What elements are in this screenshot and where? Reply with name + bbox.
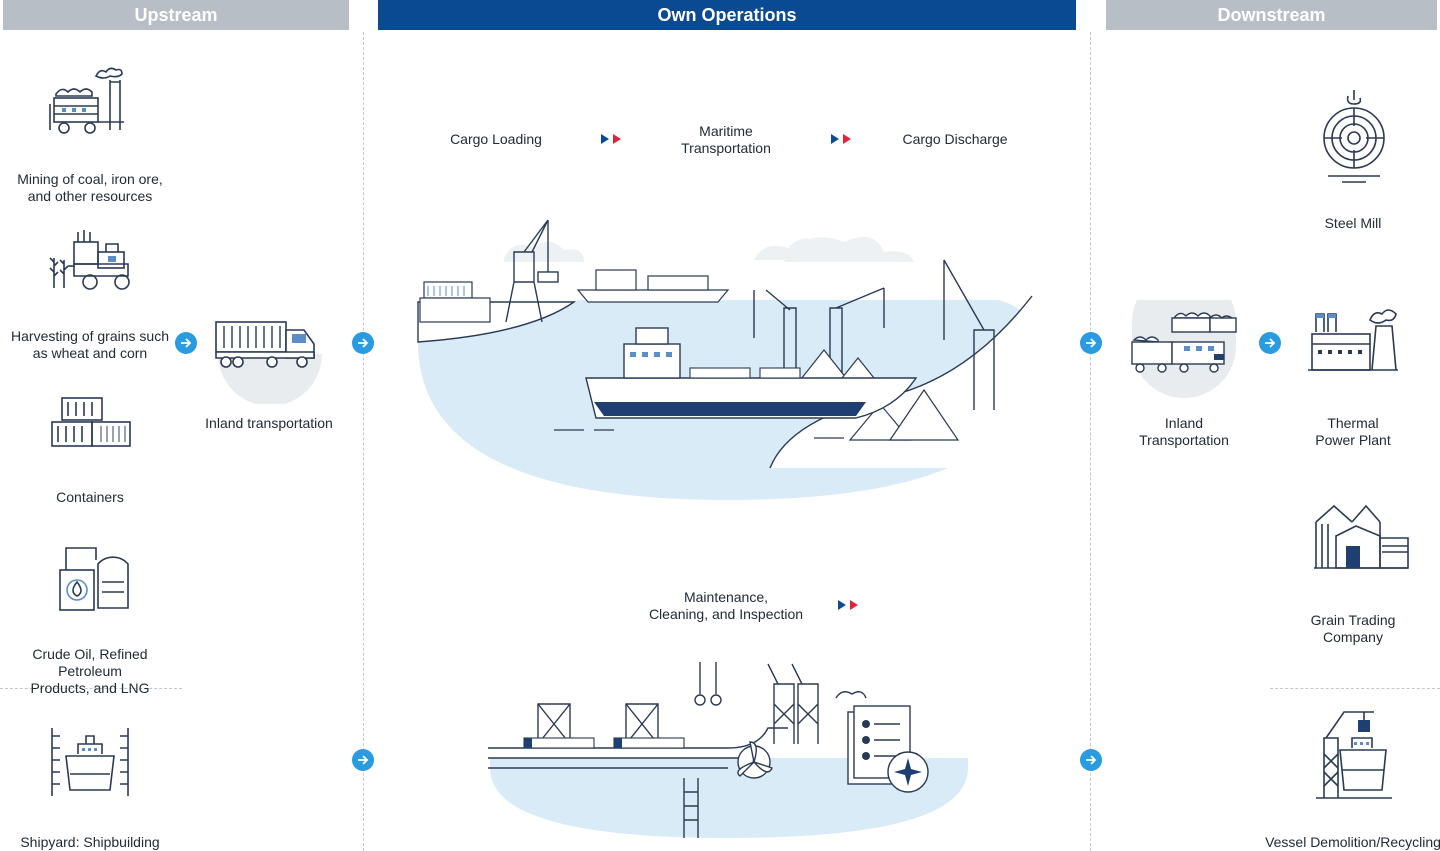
maintenance-illustration [488,662,968,838]
train-icon [1131,300,1237,398]
cargo-discharge-label: Cargo Discharge [902,131,1008,147]
downstream-inland-label: Inland Transportation [1139,415,1229,448]
arrow-right-icon [175,332,197,354]
shipyard-label: Shipyard: Shipbuilding [20,834,160,850]
arrow-right-icon [352,749,374,771]
arrow-right-icon [1259,332,1281,354]
arrow-right-icon [352,332,374,354]
ship-demolition-icon [1316,711,1392,799]
flow-chevrons-icon [831,134,851,144]
own-operations-header: Own Operations [378,0,1076,30]
divider-upstream-bottom [0,688,182,689]
demolition-label: Vessel Demolition/Recycling [1265,834,1440,850]
truck-icon [215,321,322,404]
cargo-loading-label: Cargo Loading [450,131,542,147]
grain-silo-icon [1314,504,1409,569]
maritime-label: Maritime Transportation [681,123,771,156]
oil-tank-icon [59,547,129,611]
crude-label: Crude Oil, Refined Petroleum Products, a… [30,646,150,696]
harvesting-label: Harvesting of grains such as wheat and c… [11,328,169,361]
downstream-header: Downstream [1106,0,1437,30]
mining-cart-icon [49,67,124,134]
upstream-inland-label: Inland transportation [205,415,333,431]
divider-downstream-bottom [1270,688,1440,689]
power-plant-icon [1308,309,1398,371]
flow-chevrons-icon [601,134,621,144]
harvester-icon [49,230,130,290]
upstream-header: Upstream [3,0,349,30]
flow-chevrons-icon [838,600,858,610]
arrow-right-icon [1080,749,1102,771]
divider-left [363,32,364,851]
steel-coil-icon [1323,90,1385,183]
thermal-label: Thermal Power Plant [1315,415,1391,448]
containers-label: Containers [56,489,124,505]
shipyard-icon [51,728,129,796]
maintenance-label: Maintenance, Cleaning, and Inspection [648,589,804,622]
mining-label: Mining of coal, iron ore, and other reso… [17,171,163,204]
steel-mill-label: Steel Mill [1324,215,1382,231]
containers-icon [51,397,131,447]
arrow-right-icon [1080,332,1102,354]
port-illustration [417,219,1040,500]
divider-right [1090,32,1091,851]
grain-label: Grain Trading Company [1310,612,1396,645]
